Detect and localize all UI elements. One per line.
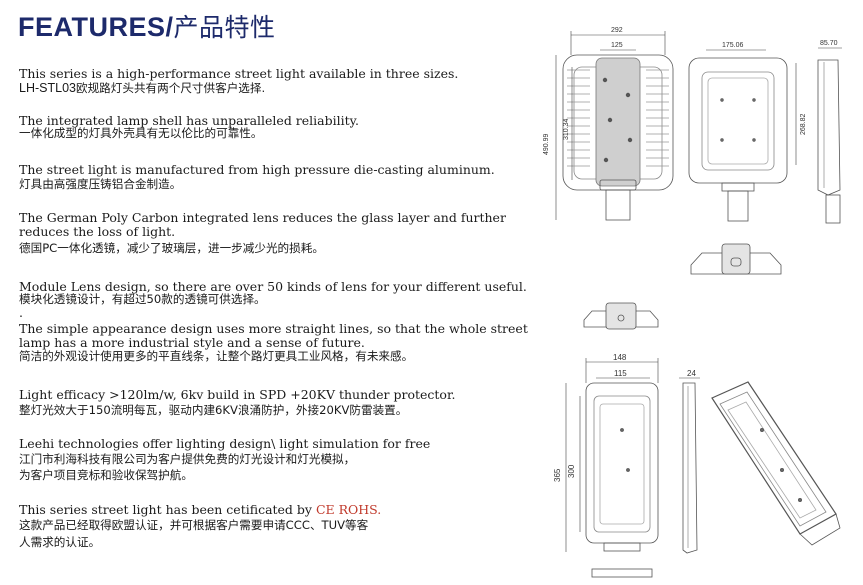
small-end-view-drawing — [583, 302, 659, 330]
feature-lens-en-1: The German Poly Carbon integrated lens r… — [19, 210, 506, 225]
feature-sizes-zh: LH-STL03欧规路灯头共有两个尺寸供客户选择. — [19, 81, 266, 95]
feature-design-zh: 简洁的外观设计使用更多的平直线条，让整个路灯更具工业风格，有未来感。 — [19, 349, 414, 363]
feature-separator-dot: . — [19, 305, 23, 320]
small-side-view-drawing — [682, 382, 698, 554]
cert-marks: CE ROHS. — [315, 502, 382, 517]
feature-cert-en: This series street light has been cetifi… — [19, 502, 382, 517]
dim-large-width: 292 — [611, 27, 623, 34]
small-top-view-drawing — [585, 382, 659, 578]
large-side-view-drawing — [817, 59, 841, 224]
small-dimension-labels: 148 115 24 365 300 — [553, 353, 696, 482]
feature-design-en-1: The simple appearance design uses more s… — [19, 321, 528, 336]
page-title: FEATURES/产品特性 — [18, 12, 276, 42]
dim-large-depth: 85.70 — [820, 40, 838, 47]
feature-service-zh-1: 江门市利海科技有限公司为客户提供免费的灯光设计和灯光模拟， — [19, 452, 356, 466]
model-number: LH-STL03 — [19, 81, 76, 95]
heat-fins — [567, 69, 669, 167]
feature-efficacy-zh: 整灯光效大于150流明每瓦，驱动内建6KV浪涌防护，外接20KV防雷装置。 — [19, 403, 408, 417]
feature-cert-zh-1: 这款产品已经取得欧盟认证，并可根据客户需要申请CCC、TUV等客 — [19, 518, 369, 532]
large-end-view-drawing — [690, 243, 782, 275]
dim-small-height: 365 — [553, 468, 562, 482]
feature-module-zh: 模块化透镜设计，有超过50款的透镜可供选择。 — [19, 292, 266, 306]
small-dimension-lines — [565, 358, 700, 552]
dim-large-window: 268.82 — [800, 113, 807, 135]
small-perspective-view-drawing — [711, 381, 841, 546]
feature-shell-en: The integrated lamp shell has unparallel… — [19, 113, 360, 128]
feature-material-en: The street light is manufactured from hi… — [19, 162, 495, 177]
dim-small-body: 300 — [567, 464, 576, 478]
dim-small-depth: 24 — [687, 369, 696, 378]
feature-lens-zh: 德国PC一体化透镜，减少了玻璃层，进一步减少光的损耗。 — [19, 241, 324, 255]
feature-efficacy-en: Light efficacy >120lm/w, 6kv build in SP… — [19, 387, 456, 402]
dim-large-center: 125 — [611, 42, 623, 49]
feature-module-en: Module Lens design, so there are over 50… — [19, 279, 527, 294]
large-dimension-labels: 292 125 175.06 85.70 490.99 310.34 268.8… — [543, 27, 838, 155]
feature-shell-zh: 一体化成型的灯具外壳具有无以伦比的可靠性。 — [19, 126, 263, 140]
feature-material-zh: 灯具由高强度压铸铝合金制造。 — [19, 177, 182, 191]
feature-lens-en-2: reduces the loss of light. — [19, 224, 176, 239]
feature-cert-zh-2: 人需求的认证。 — [19, 535, 101, 549]
feature-design-en-2: lamp has a more industrial style and a s… — [19, 335, 365, 350]
dim-large-height: 490.99 — [543, 133, 550, 155]
dim-small-width: 148 — [613, 353, 627, 362]
feature-service-zh-2: 为客户项目竞标和验收保驾护航。 — [19, 468, 193, 482]
dim-large-body: 310.34 — [563, 118, 570, 140]
large-dimension-lines — [555, 31, 842, 220]
feature-sizes-en: This series is a high-performance street… — [19, 66, 459, 81]
dim-large-inner: 175.06 — [722, 42, 744, 49]
large-top-view-drawing — [562, 54, 674, 221]
dim-small-center: 115 — [614, 369, 627, 378]
large-bottom-view-drawing — [688, 57, 788, 222]
feature-service-en: Leehi technologies offer lighting design… — [19, 436, 431, 451]
